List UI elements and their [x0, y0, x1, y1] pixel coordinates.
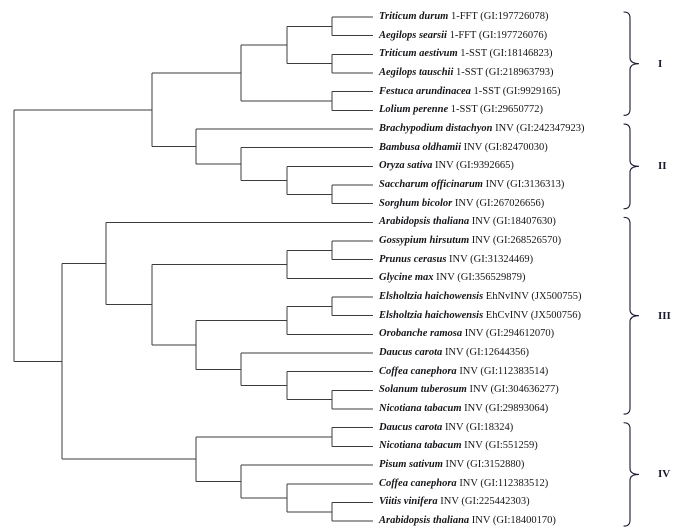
leaf-label: Brachypodium distachyon INV (GI:24234792… — [379, 122, 585, 135]
leaf-label: Solanum tuberosum INV (GI:304636277) — [379, 384, 559, 396]
leaf-gene-accession: INV (GI:31324469) — [446, 253, 534, 265]
leaf-label: Nicotiana tabacum INV (GI:551259) — [379, 440, 538, 452]
leaf-taxon-name: Daucus carota — [379, 346, 443, 358]
leaf-gene-accession: INV (GI:112383514) — [456, 365, 549, 377]
leaf-gene-accession: INV (GI:225442303) — [437, 496, 530, 508]
clade-bracket — [623, 216, 640, 415]
leaf-label: Arabidopsis thaliana INV (GI:18400170) — [379, 514, 556, 527]
leaf-label: Arabidopsis thaliana INV (GI:18407630) — [379, 216, 556, 228]
leaf-label: Coffea canephora INV (GI:112383514) — [379, 366, 548, 377]
leaf-gene-accession: EhNvINV (JX500755) — [483, 290, 582, 302]
clade-bracket — [623, 11, 640, 116]
leaf-label: Oryza sativa INV (GI:9392665) — [379, 160, 514, 172]
leaf-taxon-name: Oryza sativa — [379, 160, 433, 172]
leaf-gene-accession: INV (GI:18324) — [442, 421, 514, 433]
leaf-taxon-name: Triticum aestivum — [379, 48, 458, 60]
leaf-gene-accession: INV (GI:112383512) — [456, 477, 549, 489]
leaf-taxon-name: Daucus carota — [379, 421, 443, 433]
leaf-taxon-name: Festuca arundinacea — [379, 85, 471, 97]
leaf-label: Prunus cerasus INV (GI:31324469) — [379, 254, 533, 265]
clade-roman-numeral: II — [658, 160, 667, 173]
leaf-label: Lolium perenne 1-SST (GI:29650772) — [379, 104, 544, 116]
leaf-label: Triticum durum 1-FFT (GI:197726078) — [379, 10, 549, 23]
leaf-gene-accession: 1-SST (GI:29650772) — [448, 104, 544, 116]
leaf-label: Daucus carota INV (GI:18324) — [379, 422, 513, 433]
leaf-gene-accession: INV (GI:3152880) — [442, 458, 525, 470]
leaf-gene-accession: INV (GI:18400170) — [469, 514, 556, 526]
leaf-label: Festuca arundinacea 1-SST (GI:9929165) — [379, 86, 561, 97]
leaf-gene-accession: INV (GI:268526570) — [469, 234, 562, 246]
leaf-gene-accession: 1-FFT (GI:197726076) — [446, 29, 548, 41]
leaf-taxon-name: Coffea canephora — [379, 365, 457, 377]
leaf-gene-accession: 1-FFT (GI:197726078) — [448, 10, 549, 22]
leaf-label: Orobanche ramosa INV (GI:294612070) — [379, 328, 555, 340]
leaf-label: Gossypium hirsutum INV (GI:268526570) — [379, 234, 562, 247]
leaf-taxon-name: Bambusa oldhamii — [379, 141, 461, 153]
leaf-label: Saccharum officinarum INV (GI:3136313) — [379, 178, 565, 191]
leaf-gene-accession: INV (GI:551259) — [461, 440, 538, 452]
leaf-label: Bambusa oldhamii INV (GI:82470030) — [379, 142, 548, 153]
leaf-gene-accession: INV (GI:12644356) — [442, 346, 530, 358]
leaf-taxon-name: Coffea canephora — [379, 477, 457, 489]
leaf-taxon-name: Glycine max — [379, 272, 434, 284]
clade-roman-numeral: III — [658, 309, 671, 322]
leaf-gene-accession: 1-SST (GI:218963793) — [453, 66, 554, 78]
leaf-gene-accession: INV (GI:29893064) — [461, 402, 549, 414]
leaf-taxon-name: Aegilops tauschii — [379, 66, 454, 78]
leaf-taxon-name: Saccharum officinarum — [379, 178, 483, 190]
leaf-gene-accession: INV (GI:294612070) — [462, 328, 555, 340]
leaf-gene-accession: EhCvINV (JX500756) — [483, 309, 581, 321]
leaf-taxon-name: Arabidopsis thaliana — [379, 514, 470, 526]
leaf-gene-accession: INV (GI:304636277) — [466, 384, 559, 396]
leaf-gene-accession: INV (GI:3136313) — [482, 178, 565, 190]
leaf-taxon-name: Gossypium hirsutum — [379, 234, 470, 246]
leaf-taxon-name: Viitis vinifera — [379, 496, 438, 508]
clade-bracket — [623, 123, 640, 210]
leaf-taxon-name: Arabidopsis thaliana — [379, 216, 470, 228]
leaf-gene-accession: INV (GI:9392665) — [432, 160, 514, 172]
clade-roman-numeral: I — [658, 57, 663, 70]
leaf-taxon-name: Brachypodium distachyon — [379, 122, 493, 134]
tree-branch-lines — [13, 16, 373, 522]
clade-bracket — [623, 422, 640, 527]
leaf-taxon-name: Aegilops searsii — [379, 29, 447, 41]
leaf-gene-accession: 1-SST (GI:9929165) — [470, 85, 561, 97]
leaf-taxon-name: Prunus cerasus — [379, 253, 447, 265]
leaf-taxon-name: Solanum tuberosum — [379, 384, 467, 396]
leaf-label: Aegilops searsii 1-FFT (GI:197726076) — [379, 30, 547, 41]
leaf-label: Aegilops tauschii 1-SST (GI:218963793) — [379, 66, 554, 79]
leaf-taxon-name: Nicotiana tabacum — [379, 402, 462, 414]
leaf-label: Elsholtzia haichowensis EhCvINV (JX50075… — [379, 310, 581, 321]
leaf-label: Coffea canephora INV (GI:112383512) — [379, 477, 549, 490]
leaf-label: Elsholtzia haichowensis EhNvINV (JX50075… — [379, 290, 582, 303]
leaf-gene-accession: INV (GI:267026656) — [452, 197, 545, 209]
leaf-taxon-name: Triticum durum — [379, 10, 449, 22]
leaf-label: Nicotiana tabacum INV (GI:29893064) — [379, 402, 549, 415]
leaf-gene-accession: INV (GI:356529879) — [433, 272, 526, 284]
leaf-taxon-name: Lolium perenne — [379, 104, 449, 116]
leaf-gene-accession: INV (GI:18407630) — [469, 216, 556, 228]
leaf-label: Daucus carota INV (GI:12644356) — [379, 346, 530, 359]
leaf-gene-accession: INV (GI:82470030) — [460, 141, 548, 153]
clade-roman-numeral: IV — [658, 468, 671, 481]
leaf-label: Glycine max INV (GI:356529879) — [379, 272, 526, 284]
leaf-gene-accession: INV (GI:242347923) — [492, 122, 585, 134]
leaf-taxon-name: Pisum sativum — [379, 458, 443, 470]
leaf-label: Viitis vinifera INV (GI:225442303) — [379, 496, 530, 508]
clade-brackets — [623, 11, 640, 527]
leaf-gene-accession: 1-SST (GI:18146823) — [457, 48, 553, 60]
leaf-taxon-name: Sorghum bicolor — [379, 197, 453, 209]
leaf-taxon-name: Nicotiana tabacum — [379, 440, 462, 452]
leaf-taxon-name: Orobanche ramosa — [379, 328, 463, 340]
leaf-label: Triticum aestivum 1-SST (GI:18146823) — [379, 48, 553, 60]
leaf-taxon-name: Elsholtzia haichowensis — [379, 309, 484, 321]
leaf-label: Sorghum bicolor INV (GI:267026656) — [379, 198, 544, 209]
leaf-taxon-name: Elsholtzia haichowensis — [379, 290, 484, 302]
leaf-label: Pisum sativum INV (GI:3152880) — [379, 458, 525, 471]
